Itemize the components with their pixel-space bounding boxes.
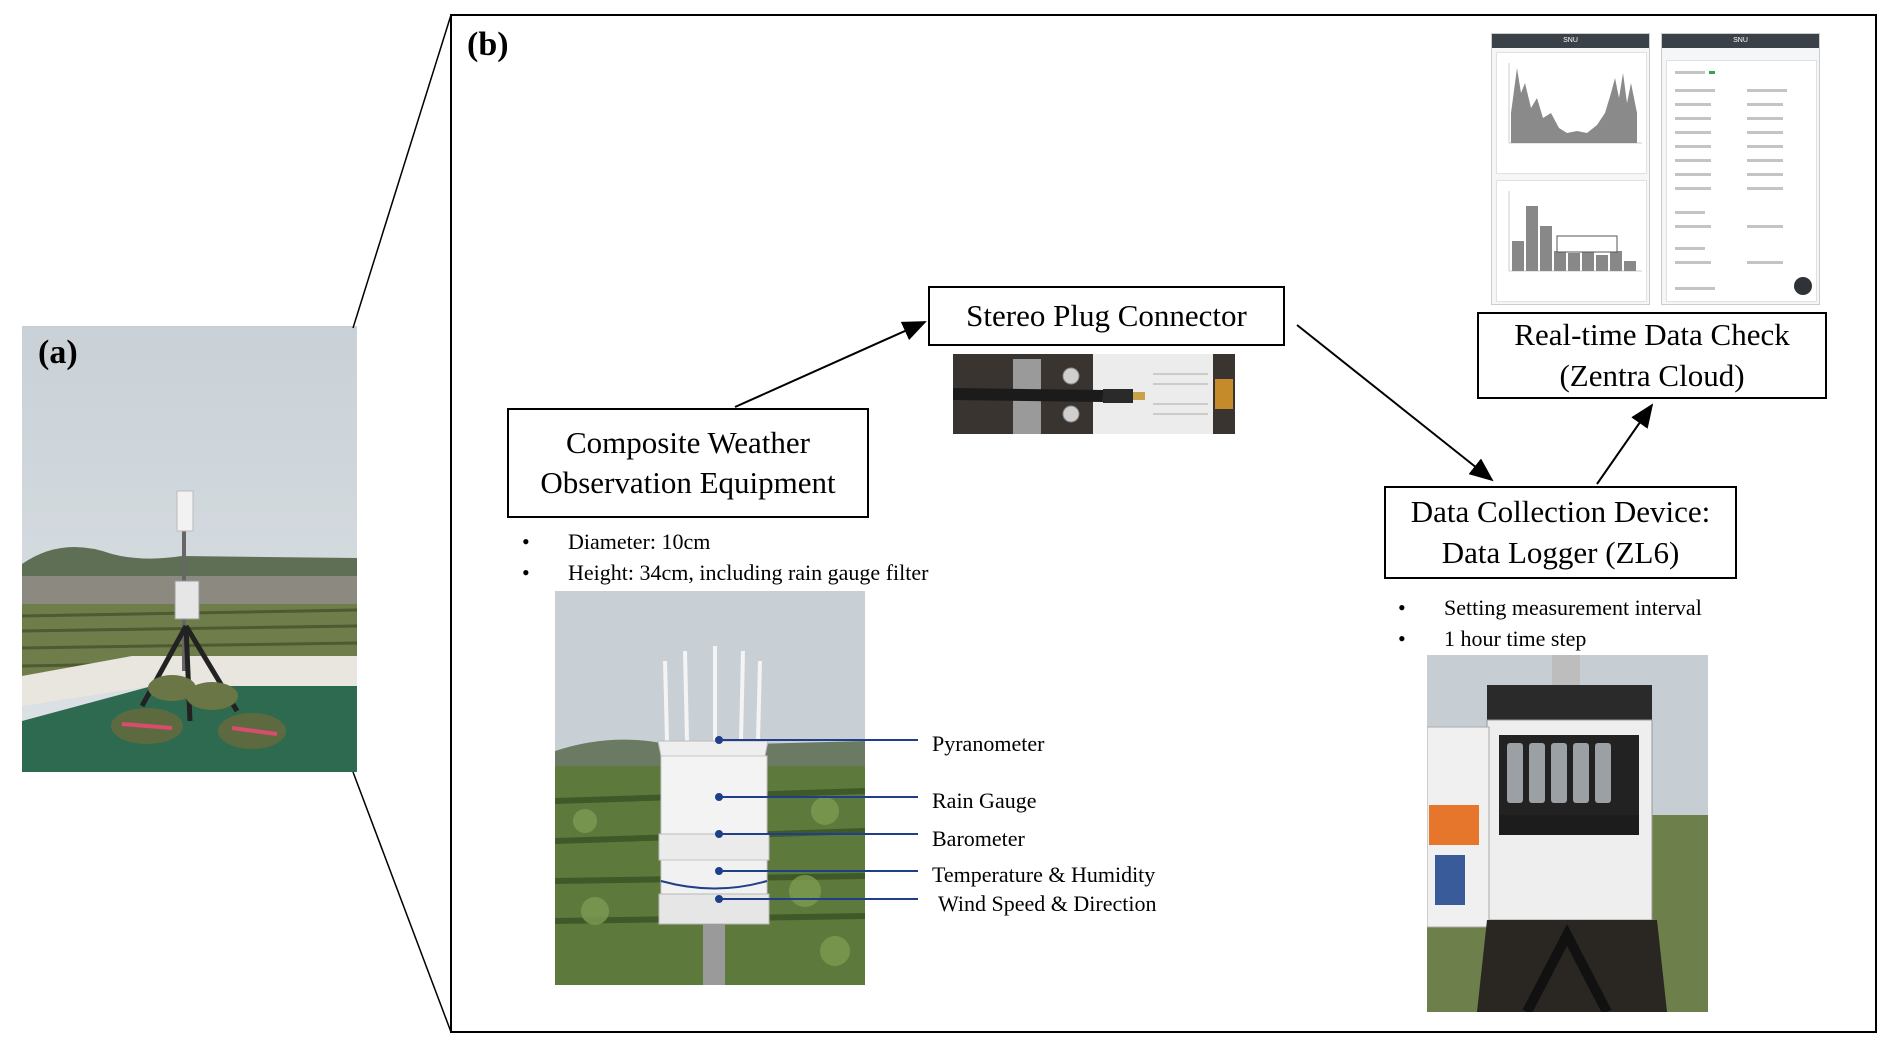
- phone-app-bar: SNU: [1492, 34, 1649, 48]
- composite-box-line2: Observation Equipment: [540, 465, 836, 500]
- phone-app-bar-2: SNU: [1662, 34, 1819, 48]
- composite-sensor-photo: [555, 591, 865, 985]
- sensor-label-temp-humidity: Temperature & Humidity: [932, 862, 1156, 887]
- cloud-box: Real-time Data Check (Zentra Cloud): [1477, 312, 1827, 399]
- sensor-label-barometer: Barometer: [932, 826, 1025, 851]
- phone-screen-readings: SNU: [1661, 33, 1820, 305]
- sensor-label-rain-gauge: Rain Gauge: [932, 788, 1037, 813]
- spec-interval: Setting measurement interval: [1398, 592, 1702, 623]
- panel-b-label: (b): [467, 26, 509, 63]
- arrow-composite-to-connector: [734, 321, 927, 408]
- cloud-box-line1: Real-time Data Check: [1514, 317, 1790, 353]
- cloud-box-line2: (Zentra Cloud): [1559, 357, 1745, 393]
- spec-time-step: 1 hour time step: [1398, 623, 1702, 654]
- logger-photo: [1427, 655, 1708, 1012]
- mini-line-chart: [1508, 63, 1642, 144]
- panel-a-photo: (a): [22, 326, 357, 772]
- logger-specs-list: Setting measurement interval 1 hour time…: [1398, 592, 1702, 654]
- phone-screen-charts: SNU: [1491, 33, 1650, 305]
- logger-box-line2: Data Logger (ZL6): [1441, 534, 1680, 570]
- sensor-closeup-image: [555, 591, 865, 985]
- weather-station-rooftop-photo: [22, 326, 357, 772]
- logger-box-line1: Data Collection Device:: [1410, 494, 1711, 530]
- zoom-line-top: [352, 14, 452, 329]
- readings-card: [1666, 60, 1817, 302]
- connector-photo: [953, 354, 1258, 434]
- chart-card-bar: [1496, 180, 1647, 302]
- panel-b-frame: [450, 14, 1877, 1033]
- composite-equipment-box: Composite Weather Observation Equipment: [507, 408, 869, 518]
- stereo-plug-image: [953, 354, 1258, 434]
- arrow-connector-to-logger: [1296, 324, 1494, 482]
- arrow-logger-to-cloud: [1596, 403, 1654, 485]
- zl6-logger-image: [1427, 655, 1708, 1012]
- spec-height: Height: 34cm, including rain gauge filte…: [522, 557, 928, 588]
- chart-card-line: [1496, 52, 1647, 174]
- spec-diameter: Diameter: 10cm: [522, 526, 928, 557]
- zoom-line-bottom: [352, 771, 452, 1033]
- mini-readings-list: [1675, 71, 1812, 295]
- sensor-label-pyranometer: Pyranometer: [932, 731, 1045, 756]
- composite-box-line1: Composite Weather: [565, 424, 811, 460]
- panel-a-label: (a): [38, 334, 78, 371]
- connector-box: Stereo Plug Connector: [928, 286, 1285, 346]
- composite-specs-list: Diameter: 10cm Height: 34cm, including r…: [522, 526, 928, 588]
- sensor-label-wind: Wind Speed & Direction: [938, 891, 1157, 916]
- connector-box-label: Stereo Plug Connector: [966, 297, 1247, 333]
- mini-bar-chart: [1508, 191, 1642, 272]
- data-logger-box: Data Collection Device: Data Logger (ZL6…: [1384, 486, 1737, 579]
